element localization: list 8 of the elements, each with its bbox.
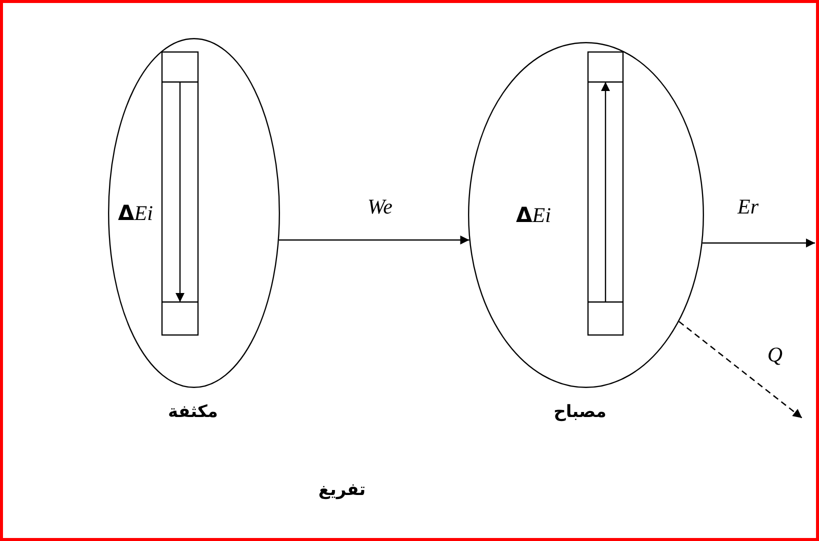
arrow xyxy=(278,236,470,244)
caption-label: تفريغ xyxy=(318,480,366,500)
arrow xyxy=(702,238,815,248)
node-label: مصباح xyxy=(554,402,606,422)
energy-symbol: ΔEi xyxy=(516,205,551,226)
energy-symbol: ΔEi xyxy=(118,203,153,224)
node-label: مكثفة xyxy=(168,402,218,422)
arrow xyxy=(678,321,802,419)
